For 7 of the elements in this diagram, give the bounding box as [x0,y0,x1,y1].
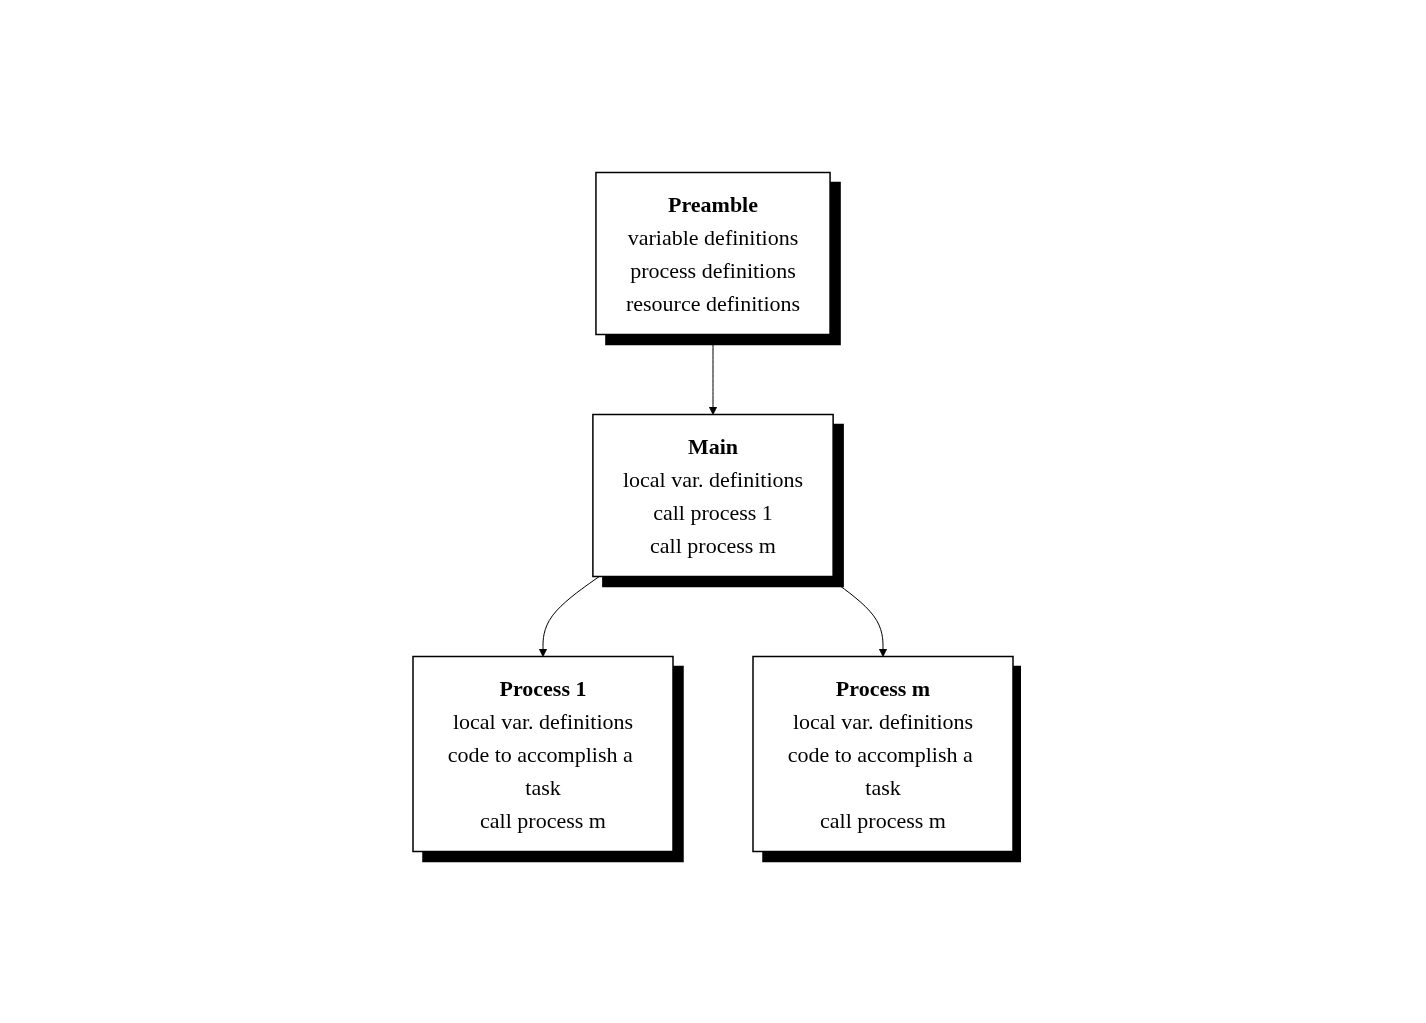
arrow [708,333,718,415]
node-box: Preamble variable definitions process definitions resource definitions [595,171,831,335]
arrow [826,575,888,657]
node-box: Main local var. definitions call process 1 call process m [592,413,834,577]
node-box: Process m local var. definitions code to accomplish a task call process m [752,655,1014,852]
arrow [538,575,600,657]
node-box: Process 1 local var. definitions code to accomplish a task call process m [412,655,674,852]
